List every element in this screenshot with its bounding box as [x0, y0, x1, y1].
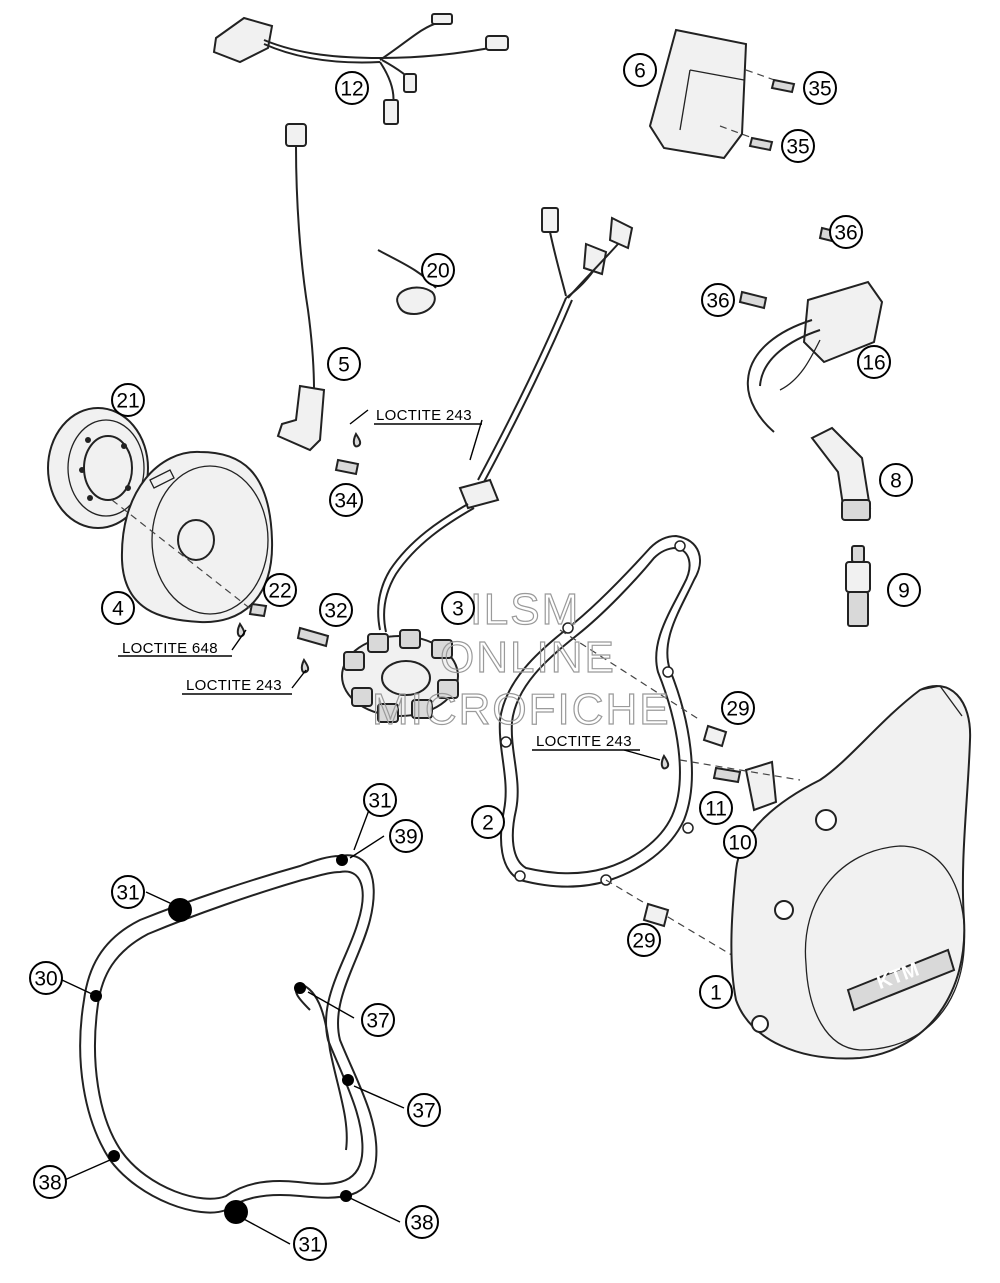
gasket-holes: [90, 854, 354, 1224]
outer-gasket: [79, 854, 378, 1214]
ignition-cover-part-1: KTM: [730, 685, 972, 1060]
callout-36-top: 36: [829, 215, 863, 249]
svg-text:31: 31: [116, 882, 139, 905]
callout-5: 5: [327, 347, 361, 381]
svg-text:29: 29: [726, 698, 749, 721]
callout-31-left: 31: [111, 875, 145, 909]
svg-text:12: 12: [340, 78, 363, 101]
callout-8: 8: [879, 463, 913, 497]
callout-3: 3: [441, 591, 475, 625]
watermark: HLSM ONLINE MICROFICHE: [371, 584, 671, 734]
callout-1: 1: [699, 975, 733, 1009]
callout-29-top: 29: [721, 691, 755, 725]
svg-text:11: 11: [705, 798, 727, 821]
svg-text:3: 3: [452, 598, 464, 621]
spark-plug-part-9: [845, 545, 871, 627]
svg-text:29: 29: [632, 930, 655, 953]
bolt-part-32: [296, 626, 330, 674]
callout-20: 20: [421, 253, 455, 287]
cdi-unit-part-6: [648, 28, 781, 160]
bolt-part-36b: [738, 290, 768, 310]
callout-31-top: 31: [363, 783, 397, 817]
callout-12: 12: [335, 71, 369, 105]
callout-37-top: 37: [361, 1003, 395, 1037]
flywheel-ring-part-21: [47, 407, 149, 529]
svg-text:35: 35: [786, 136, 809, 159]
svg-text:31: 31: [368, 790, 391, 813]
callout-37-bottom: 37: [407, 1093, 441, 1127]
bolt-part-35b: [748, 136, 774, 152]
loctite-label-right: LOCTITE 243: [536, 733, 632, 750]
callout-38-left: 38: [33, 1165, 67, 1199]
svg-text:39: 39: [394, 826, 417, 849]
rotor-part-4: [111, 450, 274, 624]
callout-10: 10: [723, 825, 757, 859]
loctite-label-left: LOCTITE 243: [186, 677, 282, 694]
cover-gasket-part-2: [498, 534, 741, 961]
svg-text:20: 20: [426, 260, 449, 283]
callout-39: 39: [389, 819, 423, 853]
callout-22: 22: [263, 573, 297, 607]
bracket-part-10: [744, 760, 778, 812]
sensor-cable-part-5: [276, 123, 326, 452]
callout-21: 21: [111, 383, 145, 417]
callout-32: 32: [319, 593, 353, 627]
loctite-label-top: LOCTITE 243: [376, 407, 472, 424]
callout-36-left: 36: [701, 283, 735, 317]
svg-text:16: 16: [862, 352, 885, 375]
dowel-part-29b: [642, 902, 670, 928]
svg-text:4: 4: [112, 598, 124, 621]
bolt-part-11: [660, 754, 742, 784]
svg-text:6: 6: [634, 60, 646, 83]
callout-31-bottom: 31: [293, 1227, 327, 1261]
dowel-part-29a: [702, 724, 728, 748]
callout-2: 2: [471, 805, 505, 839]
svg-text:32: 32: [324, 600, 347, 623]
svg-text:30: 30: [34, 968, 57, 991]
leader-lines: [59, 409, 661, 1245]
svg-text:35: 35: [808, 78, 831, 101]
svg-text:36: 36: [706, 290, 729, 313]
cable-tie-part-20: [377, 249, 437, 316]
svg-text:22: 22: [268, 580, 291, 603]
svg-text:8: 8: [890, 470, 902, 493]
svg-text:38: 38: [38, 1172, 61, 1195]
svg-text:38: 38: [410, 1212, 433, 1235]
callout-9: 9: [887, 573, 921, 607]
callout-29-bottom: 29: [627, 923, 661, 957]
callout-4: 4: [101, 591, 135, 625]
callout-34: 34: [329, 483, 363, 517]
bolt-part-35a: [770, 78, 796, 94]
svg-text:21: 21: [116, 390, 139, 413]
callout-30: 30: [29, 961, 63, 995]
bolt-part-34: [334, 432, 362, 476]
callout-35-bottom: 35: [781, 129, 815, 163]
loctite-label-648: LOCTITE 648: [122, 640, 218, 657]
wiring-harness-part-12: [212, 13, 509, 125]
svg-text:9: 9: [898, 580, 910, 603]
callout-35-top: 35: [803, 71, 837, 105]
callout-16: 16: [857, 345, 891, 379]
loctite-labels: LOCTITE 243 LOCTITE 648 LOCTITE 243 LOCT…: [118, 407, 640, 751]
svg-text:2: 2: [482, 812, 494, 835]
watermark-line-2: ONLINE: [440, 633, 616, 682]
spark-plug-cap-part-8: [810, 426, 872, 521]
callout-11: 11: [699, 791, 733, 825]
stator-part-3: [341, 207, 634, 723]
svg-text:31: 31: [298, 1234, 321, 1257]
svg-text:5: 5: [338, 354, 350, 377]
svg-text:36: 36: [834, 222, 857, 245]
callout-6: 6: [623, 53, 657, 87]
svg-text:37: 37: [366, 1010, 389, 1033]
svg-text:1: 1: [710, 982, 722, 1005]
svg-text:34: 34: [334, 490, 358, 513]
watermark-line-3: MICROFICHE: [372, 685, 671, 734]
ignition-coil-part-16: [746, 280, 884, 433]
svg-text:10: 10: [728, 832, 751, 855]
svg-text:37: 37: [412, 1100, 435, 1123]
callout-38-right: 38: [405, 1205, 439, 1239]
